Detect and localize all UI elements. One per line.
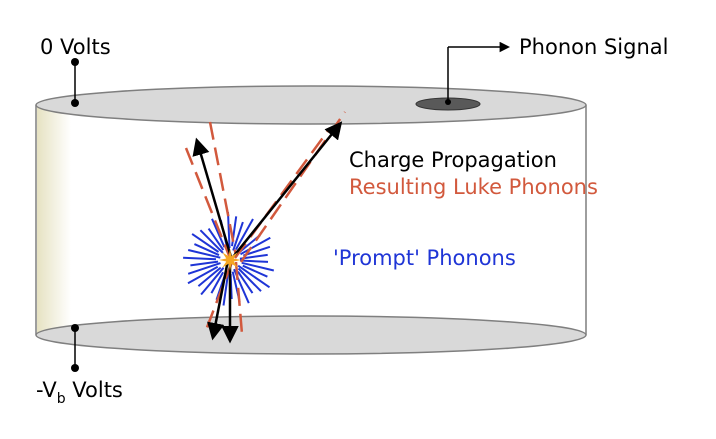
bottom-electrode-connector xyxy=(71,324,79,372)
cylinder-left-shade xyxy=(37,105,71,335)
charge-arrow-up-left xyxy=(192,137,233,258)
top-cap xyxy=(35,85,587,125)
prompt-phonon-ray xyxy=(211,218,226,248)
detector-cylinder xyxy=(35,85,587,355)
top-connector-dot xyxy=(71,58,79,66)
bottom-connector-dot xyxy=(71,364,79,372)
prompt-phonon-ray xyxy=(197,266,222,287)
prompt-phonon-ray xyxy=(241,261,275,272)
cylinder-body xyxy=(36,105,586,354)
prompt-phonon-ray xyxy=(227,211,231,249)
phonon-signal-label: Phonon Signal xyxy=(519,35,668,59)
event-star-shape xyxy=(219,249,241,271)
prompt-phonon-ray xyxy=(235,218,254,250)
prompt-phonon-ray xyxy=(193,243,220,257)
charge-propagation-label: Charge Propagation xyxy=(349,148,557,172)
interaction-event-icon xyxy=(219,249,241,271)
luke-line-left-inner xyxy=(208,121,238,257)
luke-line-right-inner xyxy=(239,111,347,263)
prompt-phonon-ray xyxy=(237,271,254,294)
charge-propagation-arrows xyxy=(192,121,343,344)
luke-line-down-right xyxy=(234,261,244,335)
top-electrode-connector xyxy=(71,58,79,107)
prompt-phonon-ray xyxy=(199,229,224,254)
prompt-phonon-ray xyxy=(237,264,271,289)
prompt-phonon-ray xyxy=(242,264,268,278)
prompt-phonon-ray xyxy=(210,271,224,294)
charge-arrow-up-right xyxy=(232,121,343,258)
charge-arrow-down-left xyxy=(207,259,230,341)
prompt-phonon-ray xyxy=(187,262,221,275)
bottom-cap xyxy=(35,315,587,355)
prompt-phonon-ray xyxy=(239,259,269,263)
phonon-signal-lead xyxy=(445,41,511,105)
luke-phonons-label: Resulting Luke Phonons xyxy=(349,175,598,199)
prompt-phonon-ray xyxy=(191,233,220,253)
prompt-phonon-ray xyxy=(207,228,225,251)
prompt-phonon-ray xyxy=(232,221,244,251)
prompt-phonon-burst xyxy=(183,211,275,306)
luke-line-left-outer xyxy=(184,147,232,259)
top-contact-dot xyxy=(71,99,79,107)
luke-line-down-left xyxy=(204,261,234,331)
prompt-phonon-ray xyxy=(237,267,262,292)
prompt-phonon-ray xyxy=(187,249,221,259)
bottom-voltage-label: -Vb Volts xyxy=(36,378,123,407)
prompt-phonon-ray xyxy=(190,260,219,267)
prompt-phonon-ray xyxy=(183,256,217,261)
prompt-phonons-label: 'Prompt' Phonons xyxy=(333,246,516,270)
prompt-phonon-ray xyxy=(187,265,219,285)
bottom-contact-dot xyxy=(71,324,79,332)
top-voltage-label: 0 Volts xyxy=(40,35,111,59)
prompt-phonon-ray xyxy=(200,267,225,296)
prompt-phonon-ray xyxy=(240,236,271,256)
